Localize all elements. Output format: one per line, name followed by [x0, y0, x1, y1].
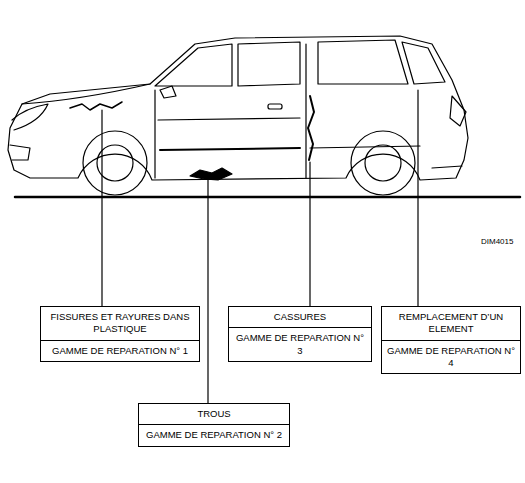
- repair-box: CASSURESGAMME DE REPARATION N° 3: [228, 306, 372, 362]
- repair-range: GAMME DE REPARATION N° 2: [139, 424, 289, 445]
- damage-type: CASSURES: [229, 307, 371, 327]
- repair-range: GAMME DE REPARATION N° 3: [229, 327, 371, 361]
- damage-type: REMPLACEMENT D’UN ELEMENT: [382, 307, 520, 340]
- repair-box: TROUSGAMME DE REPARATION N° 2: [138, 403, 290, 447]
- repair-box: REMPLACEMENT D’UN ELEMENTGAMME DE REPARA…: [381, 306, 521, 374]
- damage-type: FISSURES ET RAYURES DANS PLASTIQUE: [41, 307, 199, 340]
- repair-box: FISSURES ET RAYURES DANS PLASTIQUEGAMME …: [40, 306, 200, 362]
- figure-reference: DIM4015: [481, 237, 513, 246]
- repair-range: GAMME DE REPARATION N° 4: [382, 340, 520, 374]
- repair-range: GAMME DE REPARATION N° 1: [41, 340, 199, 361]
- damage-type: TROUS: [139, 404, 289, 424]
